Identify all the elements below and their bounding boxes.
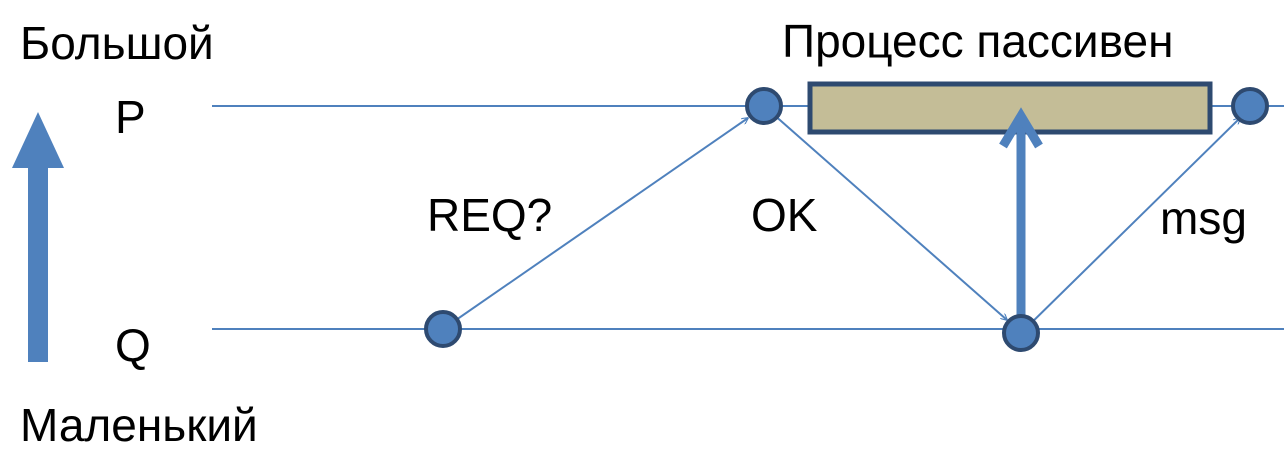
process-q-label: Q xyxy=(115,319,151,371)
process-p-label: P xyxy=(115,91,146,143)
msg-message-label: msg xyxy=(1160,192,1247,244)
scale-bottom-label: Маленький xyxy=(20,399,258,451)
req-message-arrow xyxy=(442,118,748,330)
passive-process-block xyxy=(807,81,1213,135)
passive-block-label: Процесс пассивен xyxy=(782,15,1174,67)
scale-top-label: Большой xyxy=(20,17,214,69)
msg-message-arrow xyxy=(1020,118,1240,334)
event-node xyxy=(1231,87,1269,125)
event-node xyxy=(1002,314,1040,352)
activation-arrow xyxy=(999,107,1043,333)
event-node xyxy=(424,310,462,348)
req-message-label: REQ? xyxy=(427,189,553,241)
scale-arrow xyxy=(12,112,64,362)
ok-message-label: OK xyxy=(751,189,818,241)
event-node xyxy=(745,87,783,125)
ok-message-arrow xyxy=(763,105,1007,320)
